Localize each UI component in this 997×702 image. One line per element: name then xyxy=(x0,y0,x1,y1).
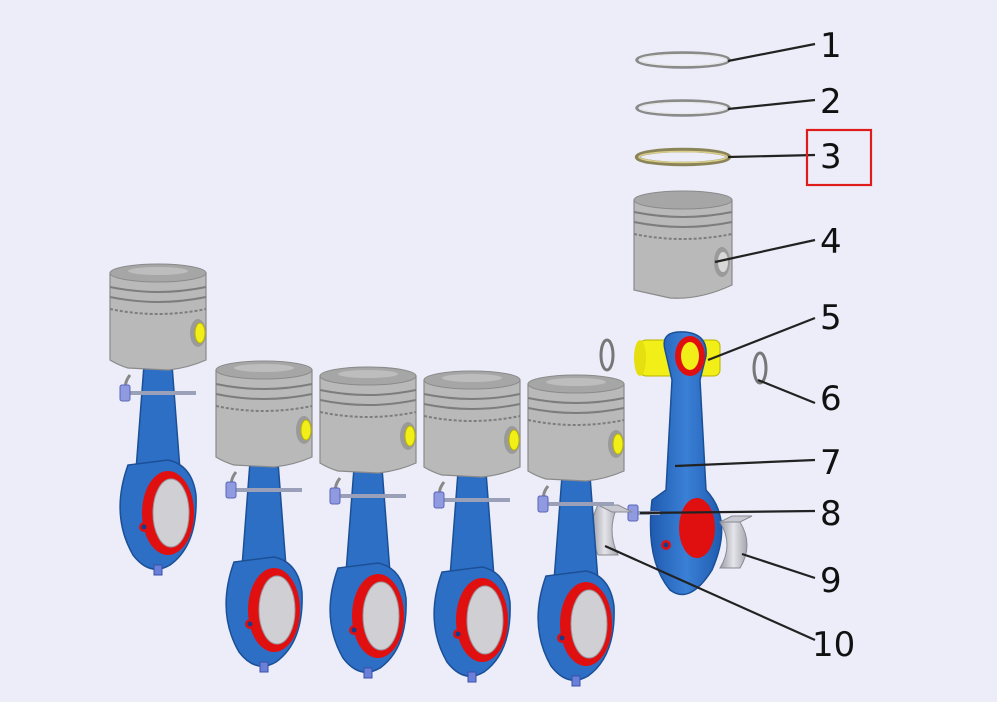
ring-3 xyxy=(634,147,732,167)
callout-9: 9 xyxy=(820,561,842,601)
callout-4: 4 xyxy=(820,222,842,262)
leader-lines xyxy=(604,42,816,642)
highlight-box xyxy=(805,128,873,187)
callout-10: 10 xyxy=(812,625,855,665)
circlip-right xyxy=(752,351,768,385)
assembly-4 xyxy=(422,369,522,684)
callout-7: 7 xyxy=(820,443,842,483)
assembly-3 xyxy=(318,365,418,680)
ring-2 xyxy=(635,99,731,117)
assembly-1 xyxy=(108,262,208,577)
bearing-shell-upper-exploded xyxy=(591,504,633,556)
assembly-2 xyxy=(214,359,314,674)
callout-2: 2 xyxy=(820,82,842,122)
piston-exploded xyxy=(633,190,733,299)
callout-6: 6 xyxy=(820,379,842,419)
callout-3: 3 xyxy=(820,137,842,177)
circlip-left xyxy=(599,338,615,372)
callout-1: 1 xyxy=(820,26,842,66)
callout-8: 8 xyxy=(820,494,842,534)
bearing-shell-lower-exploded xyxy=(719,515,753,569)
ring-1 xyxy=(635,51,731,69)
callout-5: 5 xyxy=(820,298,842,338)
